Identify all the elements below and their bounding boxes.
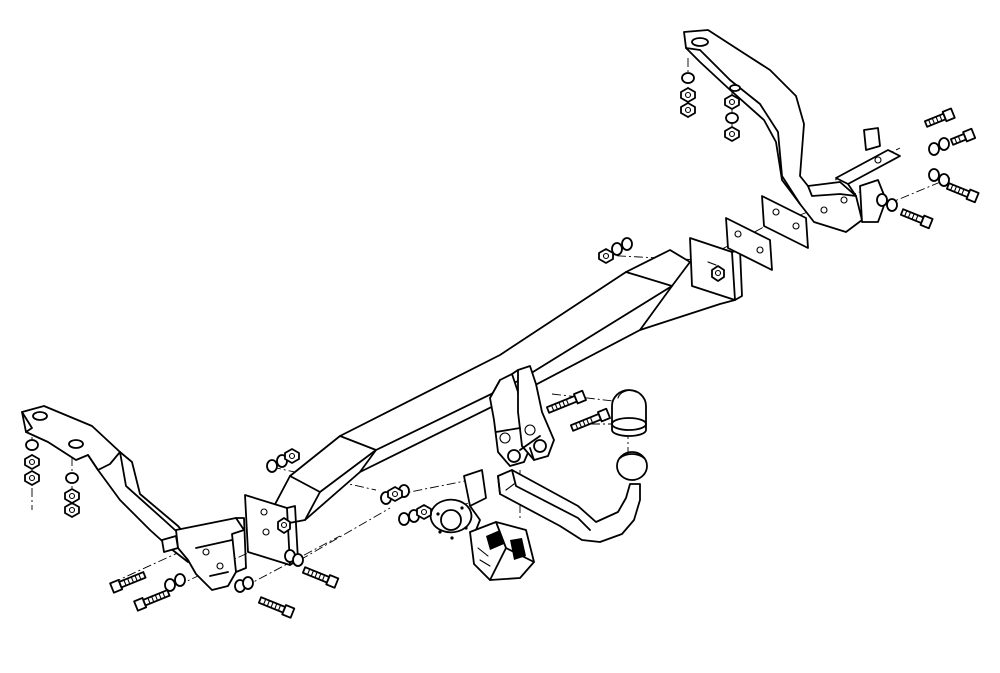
washer bbox=[886, 198, 898, 212]
washer bbox=[266, 459, 278, 473]
washer bbox=[876, 193, 888, 207]
washer bbox=[25, 439, 39, 451]
washer bbox=[938, 137, 950, 151]
electrical-socket bbox=[469, 521, 535, 581]
bolt bbox=[301, 566, 340, 589]
bolt bbox=[109, 571, 147, 594]
washer bbox=[928, 142, 940, 156]
bolt bbox=[949, 127, 977, 146]
hex-nut bbox=[64, 502, 80, 518]
bolt bbox=[945, 182, 980, 204]
tow-ball-cap bbox=[611, 389, 647, 437]
hex-nuts bbox=[24, 87, 740, 520]
washer bbox=[621, 237, 633, 251]
hex-nut bbox=[598, 248, 614, 264]
left-mounting-bracket bbox=[21, 405, 247, 591]
detachable-tow-ball-arm bbox=[497, 451, 648, 543]
washer bbox=[938, 173, 950, 187]
washer bbox=[164, 578, 176, 592]
hex-nut bbox=[680, 102, 696, 118]
washer bbox=[681, 72, 695, 84]
hex-nut bbox=[24, 454, 40, 470]
hex-nut bbox=[416, 504, 432, 520]
bolt bbox=[133, 589, 171, 612]
hex-nut bbox=[284, 448, 300, 464]
hex-nut bbox=[24, 470, 40, 486]
hex-nut bbox=[387, 486, 403, 502]
bolt bbox=[899, 208, 934, 230]
washer bbox=[242, 576, 254, 590]
washer bbox=[65, 472, 79, 484]
washer bbox=[292, 553, 304, 567]
hex-nut bbox=[64, 488, 80, 504]
spacer-plates bbox=[725, 195, 809, 271]
washer bbox=[928, 168, 940, 182]
right-mounting-bracket bbox=[683, 29, 901, 233]
center-ball-mount-bracket bbox=[489, 365, 555, 467]
bolt bbox=[545, 389, 587, 414]
washer bbox=[725, 112, 739, 124]
bolt bbox=[257, 596, 296, 619]
hex-nut bbox=[724, 94, 740, 110]
hex-nut bbox=[724, 126, 740, 142]
bolt bbox=[569, 407, 611, 432]
washer bbox=[174, 573, 186, 587]
bolt bbox=[923, 107, 956, 128]
washer bbox=[398, 512, 410, 526]
hex-nut bbox=[680, 87, 696, 103]
washer bbox=[611, 242, 623, 256]
socket-plate bbox=[429, 469, 487, 540]
hex-bolts bbox=[109, 107, 980, 619]
